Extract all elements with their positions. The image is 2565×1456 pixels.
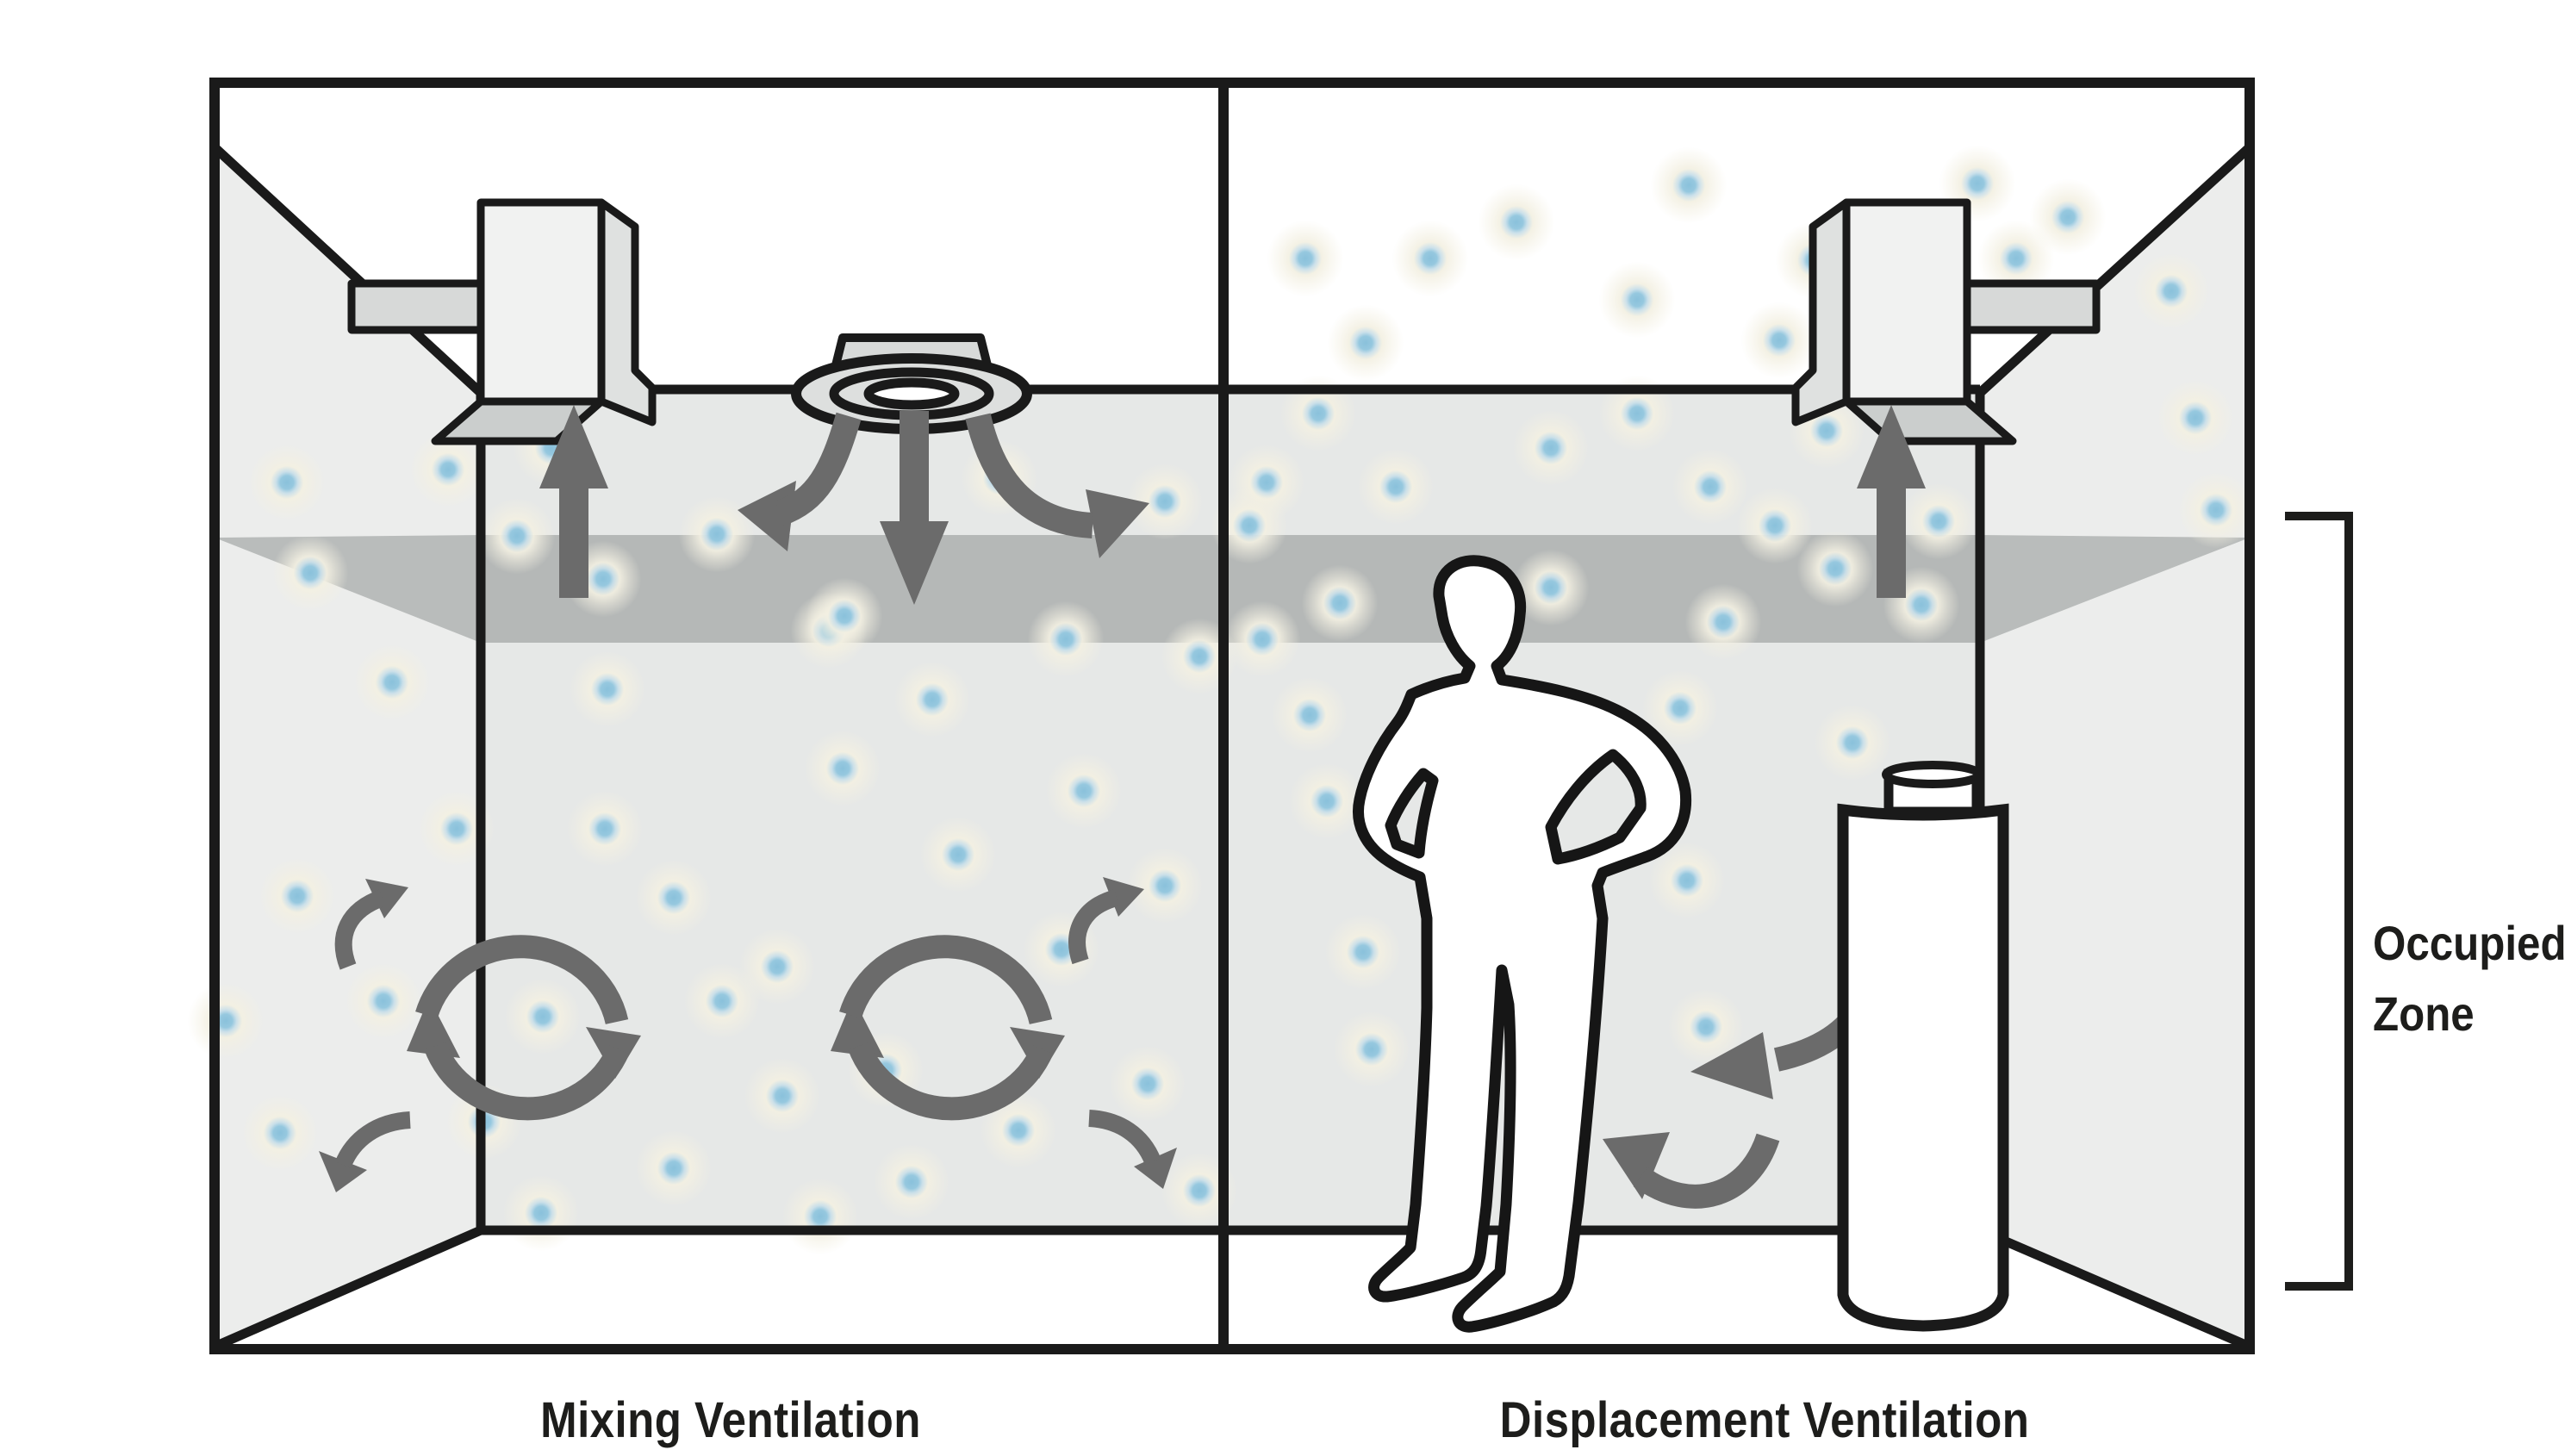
circulation-arrows-icon xyxy=(831,998,884,1058)
curved-arrow-icon xyxy=(1103,877,1144,917)
airflow-arrows xyxy=(319,405,1926,1199)
particle-dot xyxy=(1113,834,1217,937)
particle-dot xyxy=(1311,900,1415,1004)
person-figure xyxy=(1353,555,1692,1333)
particle-dot xyxy=(1672,570,1775,674)
particle-dot xyxy=(1784,517,1887,620)
particle-dot xyxy=(622,846,725,949)
exhaust-duct-icon xyxy=(347,198,657,445)
particle-dot xyxy=(556,638,659,741)
particle-dot xyxy=(258,521,362,625)
particle-dot xyxy=(1032,739,1136,843)
particle-dot xyxy=(791,717,894,820)
displacement-ventilation-label: Displacement Ventilation xyxy=(1499,1392,2030,1448)
up-arrow-icon xyxy=(1857,405,1926,598)
particle-dot xyxy=(465,484,569,588)
right-ceiling-diagonal xyxy=(1977,143,2253,397)
particle-dot xyxy=(228,1081,332,1185)
particle-dot xyxy=(1585,362,1689,465)
occupied-zone-label: Occupied Zone xyxy=(2373,908,2565,1049)
particle-dot xyxy=(340,631,444,734)
particle-dot xyxy=(793,564,896,668)
circulation-arrows-icon xyxy=(407,998,460,1058)
particle-dot xyxy=(1320,998,1423,1101)
curved-arrow-icon xyxy=(1690,1032,1773,1099)
particle-dot xyxy=(2144,366,2247,470)
particle-dot xyxy=(491,965,595,1068)
particle-dot xyxy=(1211,588,1314,691)
particle-dot xyxy=(1887,470,1990,573)
particle-dot xyxy=(332,949,435,1053)
particle-dot xyxy=(1637,134,1740,237)
particle-dot xyxy=(906,803,1010,906)
particle-dot xyxy=(1267,362,1370,465)
curved-arrow-icon xyxy=(1603,1132,1670,1199)
outer-frame xyxy=(209,78,2255,1354)
particle-dot xyxy=(489,1161,593,1265)
left-ceiling-diagonal xyxy=(211,143,484,397)
curved-arrow-icon xyxy=(319,1151,367,1192)
particle-dot xyxy=(1801,691,1904,794)
particle-dot xyxy=(725,915,829,1018)
particle-dot xyxy=(174,969,277,1073)
room-frame xyxy=(209,78,2255,1354)
particle-dot xyxy=(405,777,508,880)
particle-dot xyxy=(1379,207,1482,310)
particle-dot xyxy=(1344,435,1447,538)
particle-dot xyxy=(1113,450,1217,553)
particle-dot xyxy=(246,844,349,948)
curved-arrow-icon xyxy=(365,879,408,918)
particle-dot xyxy=(1499,396,1603,500)
left-floor-diagonal xyxy=(212,1225,483,1352)
down-arrow-icon xyxy=(880,411,949,605)
curved-arrow-icon xyxy=(1134,1148,1177,1189)
particle-dot xyxy=(1288,551,1391,655)
mixing-ventilation-label: Mixing Ventilation xyxy=(540,1392,921,1448)
airflow-arrow-arcs xyxy=(334,412,1880,1209)
curved-arrow-icon xyxy=(1086,489,1149,558)
particle-dot xyxy=(769,1165,872,1268)
particle-dot xyxy=(1014,588,1118,691)
occupied-zone-bracket xyxy=(2285,512,2353,1291)
displacement-diffuser xyxy=(1837,761,2009,1332)
occupied-zone-line2: Zone xyxy=(2373,986,2475,1041)
particle-dot xyxy=(1198,474,1301,577)
particle-dot xyxy=(731,1044,834,1148)
occupied-zone-line1: Occupied xyxy=(2373,916,2565,970)
particle-dot xyxy=(665,482,769,586)
up-arrow-icon xyxy=(539,405,608,598)
particle-dot xyxy=(881,648,984,751)
particle-dot xyxy=(622,1117,725,1220)
particle-dot xyxy=(860,1130,963,1234)
particle-dot xyxy=(1728,289,1831,392)
curved-arrow-icon xyxy=(738,481,796,551)
particle-dot xyxy=(553,777,657,880)
particle-dot xyxy=(2164,458,2268,562)
particle-dot xyxy=(1465,171,1568,274)
particle-dot xyxy=(1258,663,1361,767)
diffuser-cylinder-body xyxy=(1837,803,2009,1332)
particle-dot xyxy=(1275,750,1379,853)
particle-dot xyxy=(2120,240,2223,343)
particle-dot xyxy=(1096,1032,1199,1136)
right-floor-diagonal xyxy=(1977,1225,2252,1352)
particle-dot xyxy=(235,431,339,534)
particle-dot xyxy=(1254,207,1357,310)
particle-dot xyxy=(1585,248,1689,352)
